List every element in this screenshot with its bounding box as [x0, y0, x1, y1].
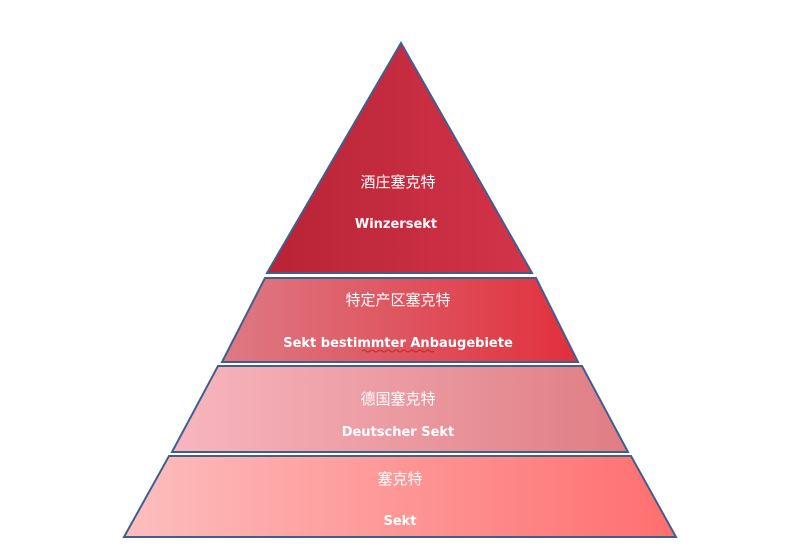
tier-4-label-zh: 塞克特: [377, 470, 422, 488]
tier-1-label-zh: 酒庄塞克特: [360, 173, 435, 191]
pyramid-tier-3: 德国塞克特 Deutscher Sekt: [170, 365, 630, 453]
tier-3-label-de: Deutscher Sekt: [342, 425, 455, 440]
tier-1-shape: [265, 40, 534, 274]
pyramid-tier-1: 酒庄塞克特 Winzersekt: [265, 40, 534, 274]
tier-2-shape: [220, 277, 580, 363]
spellcheck-underline: [361, 349, 435, 353]
tier-2-label-zh: 特定产区塞克特: [345, 291, 450, 309]
pyramid-tier-2: 特定产区塞克特 Sekt bestimmter Anbaugebiete: [220, 277, 580, 363]
tier-4-label-de: Sekt: [383, 514, 416, 529]
tier-3-shape: [170, 365, 630, 453]
tier-2-label-de: Sekt bestimmter Anbaugebiete: [283, 336, 513, 351]
tier-4-shape: [122, 455, 678, 538]
pyramid-tier-4: 塞克特 Sekt: [122, 455, 678, 538]
tier-3-label-zh: 德国塞克特: [360, 390, 435, 408]
tier-1-label-de: Winzersekt: [355, 217, 437, 232]
